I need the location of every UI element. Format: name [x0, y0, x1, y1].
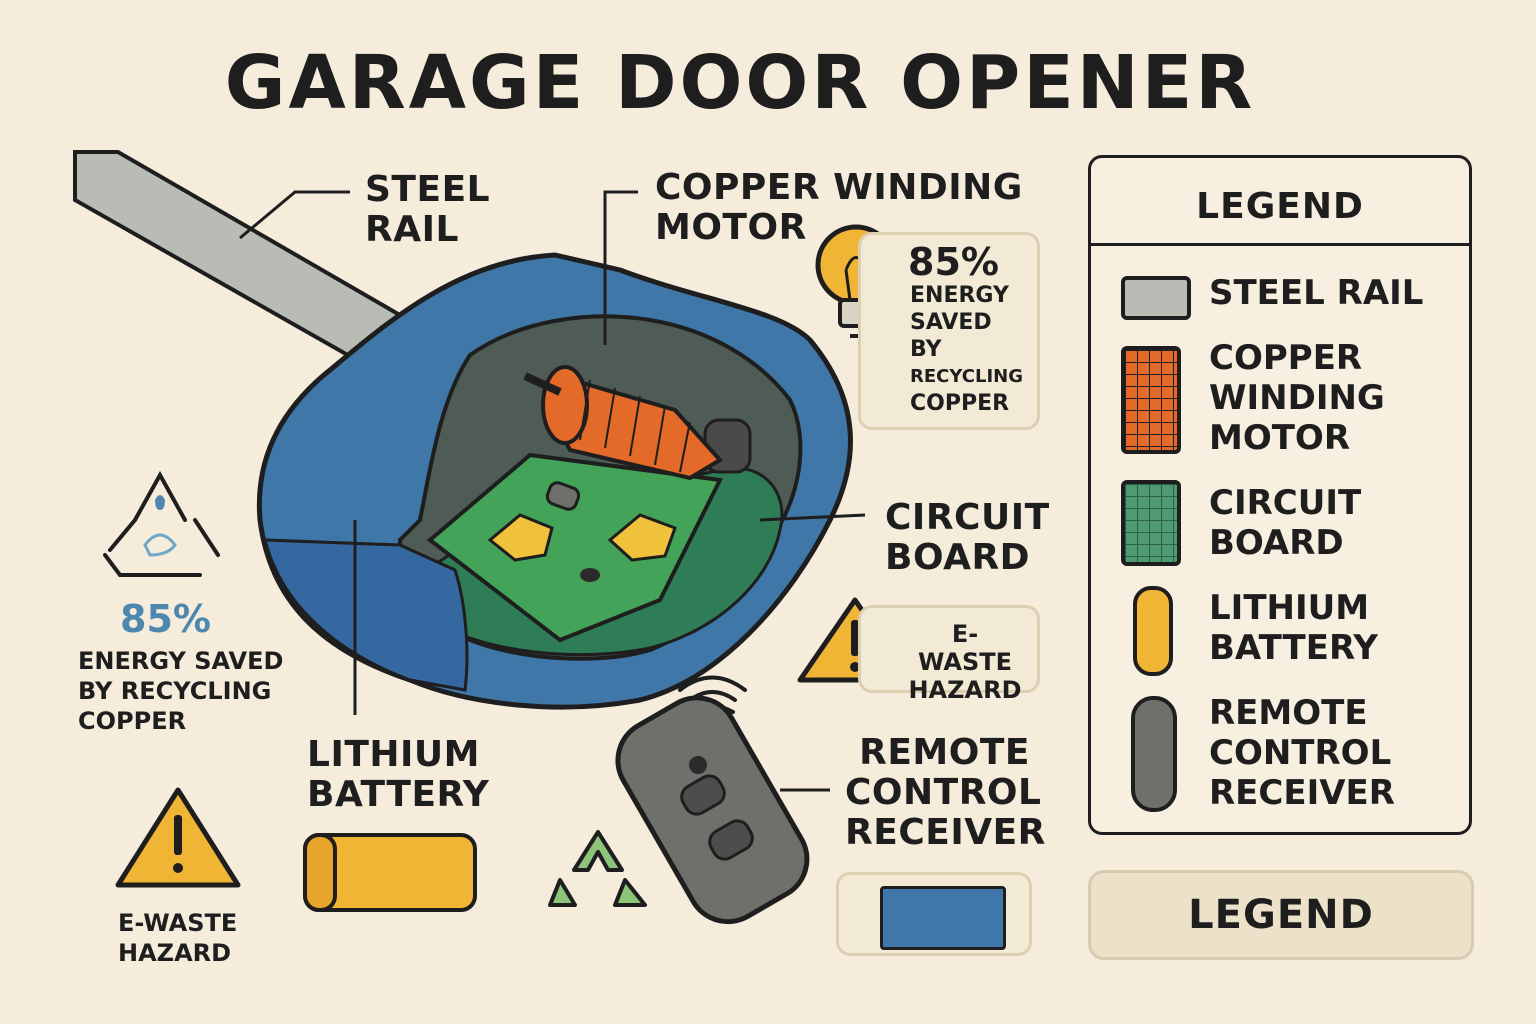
legend-line: REMOTE	[1209, 693, 1368, 733]
legend-line: CONTROL	[1209, 733, 1392, 773]
receiver-board-icon	[880, 886, 1006, 950]
left-energy-line: BY RECYCLING	[78, 677, 272, 705]
legend-item-battery: LITHIUM BATTERY	[1209, 588, 1378, 668]
label-line: CIRCUIT	[885, 497, 1050, 538]
label-line: LITHIUM	[307, 734, 480, 775]
left-energy-line: COPPER	[78, 707, 187, 735]
legend-line: MOTOR	[1209, 418, 1351, 458]
left-ewaste-text: E-WASTE HAZARD	[118, 908, 237, 968]
label-line: BATTERY	[307, 774, 490, 815]
circuit-board-shape	[426, 452, 724, 643]
legend-line: COPPER	[1209, 338, 1363, 378]
left-energy-line: ENERGY SAVED	[78, 647, 284, 675]
legend-panel: LEGEND STEEL RAIL COPPER WINDING MOTOR C…	[1088, 155, 1472, 835]
label-steel-rail: STEEL RAIL	[365, 170, 490, 250]
legend-item-steel: STEEL RAIL	[1209, 273, 1423, 313]
legend-item-copper: COPPER WINDING MOTOR	[1209, 338, 1385, 458]
label-lithium-battery: LITHIUM BATTERY	[307, 735, 489, 815]
copper-motor-shape	[523, 365, 752, 481]
label-line: BOARD	[885, 537, 1031, 578]
remote-swatch-icon	[1131, 696, 1177, 812]
label-line: RECEIVER	[845, 812, 1046, 853]
energy-line: BY	[910, 337, 942, 362]
energy-text: ENERGY SAVED BY RECYCLING COPPER	[910, 282, 1023, 417]
circuit-swatch-icon	[1121, 480, 1181, 566]
energy-percent: 85%	[908, 240, 999, 284]
legend-line: BOARD	[1209, 523, 1344, 563]
legend-divider	[1091, 243, 1469, 246]
legend-line: BATTERY	[1209, 628, 1378, 668]
battery-shape	[303, 833, 477, 912]
left-energy-percent: 85%	[120, 597, 211, 641]
label-copper-motor: COPPER WINDING MOTOR	[655, 168, 1023, 248]
ewaste-card	[858, 605, 1040, 693]
legend-line: CIRCUIT	[1209, 483, 1362, 523]
battery-swatch-icon	[1133, 586, 1173, 676]
legend-title: LEGEND	[1196, 186, 1364, 227]
ewaste-line: E-WASTE	[917, 620, 1013, 676]
steel-swatch-icon	[1121, 276, 1191, 320]
legend-line: RECEIVER	[1209, 773, 1395, 813]
energy-line: SAVED	[910, 310, 992, 335]
energy-line: COPPER	[910, 391, 1010, 416]
left-ewaste-line: E-WASTE	[118, 909, 238, 937]
legend-button[interactable]: LEGEND	[1088, 870, 1474, 960]
energy-savings-card	[858, 232, 1040, 430]
ewaste-line: HAZARD	[908, 676, 1022, 704]
label-line: REMOTE	[859, 732, 1030, 773]
recycle-water-icon	[103, 470, 220, 577]
ewaste-text: E-WASTE HAZARD	[906, 620, 1024, 704]
legend-line: WINDING	[1209, 378, 1385, 418]
recycle-arrows-icon	[548, 830, 647, 907]
label-remote-receiver: REMOTE CONTROL RECEIVER	[845, 732, 1046, 853]
copper-swatch-icon	[1121, 346, 1181, 454]
steel-rail-shape	[73, 150, 409, 365]
left-ewaste-line: HAZARD	[118, 939, 232, 967]
remote-control-shape	[615, 695, 810, 925]
label-circuit-board: CIRCUIT BOARD	[885, 498, 1050, 578]
legend-item-circuit: CIRCUIT BOARD	[1209, 483, 1361, 563]
legend-line: LITHIUM	[1209, 588, 1370, 628]
label-line: RAIL	[365, 209, 459, 250]
left-energy-text: ENERGY SAVED BY RECYCLING COPPER	[78, 646, 283, 736]
legend-line: STEEL RAIL	[1209, 273, 1424, 313]
label-line: STEEL	[365, 169, 491, 210]
warning-icon-left	[115, 787, 241, 888]
leader-lines	[239, 190, 866, 792]
page-title: GARAGE DOOR OPENER	[224, 40, 1256, 126]
energy-line: RECYCLING	[910, 366, 1023, 387]
energy-line: ENERGY	[910, 283, 1009, 308]
label-line: MOTOR	[655, 207, 807, 248]
label-line: COPPER WINDING	[655, 167, 1023, 208]
label-line: CONTROL	[845, 772, 1042, 813]
legend-item-remote: REMOTE CONTROL RECEIVER	[1209, 693, 1395, 813]
